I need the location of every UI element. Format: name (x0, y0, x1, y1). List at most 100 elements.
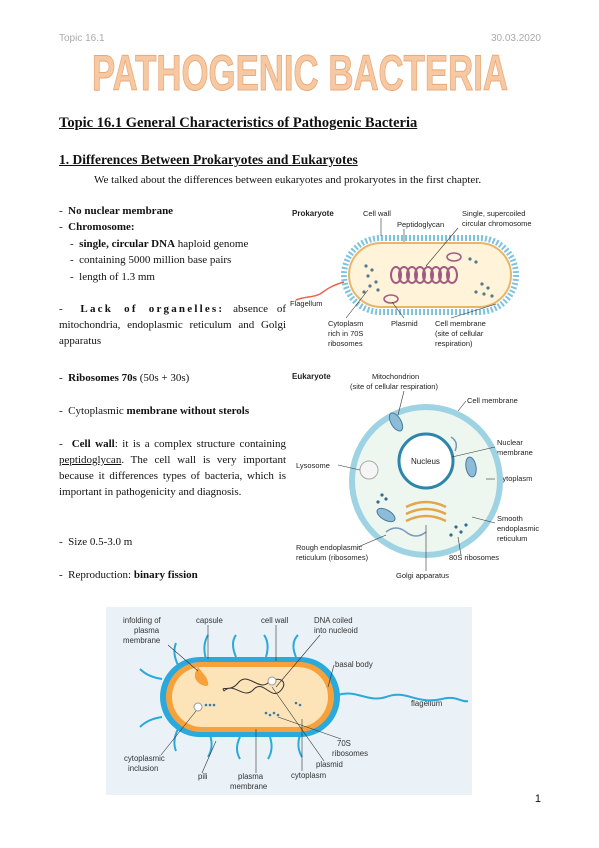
topic-heading: Topic 16.1 General Characteristics of Pa… (59, 115, 418, 131)
euk-label-golgi: Golgi apparatus (396, 571, 449, 580)
prok-label-flagellum: Flagellum (290, 299, 323, 308)
chrom-length: length of 1.3 mm (79, 271, 155, 283)
bact-label-dna1: DNA coiled (314, 616, 353, 625)
euk-leader-lines (337, 390, 496, 571)
prok-label-mem3: respiration) (435, 339, 473, 348)
euk-label-cyto: Cytoplasm (497, 474, 532, 483)
bact-label-cyto: cytoplasm (291, 771, 326, 780)
header-date: 30.03.2020 (490, 33, 541, 44)
euk-label-mito1: Mitochondrion (372, 372, 419, 381)
euk-title: Eukaryote (292, 372, 331, 381)
list-subitem: - containing 5000 million base pairs (70, 254, 232, 266)
prok-label-chrom1: Single, supercoiled (462, 209, 525, 218)
prokaryote-diagram: Prokaryote Cell wall Peptidoglycan Singl… (290, 209, 532, 348)
membrane-bold: membrane without sterols (126, 405, 250, 417)
chrom-bold: single, circular DNA (79, 238, 176, 250)
bact-leader-lines (160, 625, 342, 774)
euk-label-nucleus: Nucleus (411, 457, 440, 466)
cellwall-pre: : it is a complex structure containing (114, 438, 286, 450)
prok-label-chrom2: circular chromosome (462, 219, 532, 228)
chrom-basepairs: containing 5000 million base pairs (79, 254, 232, 266)
bact-label-cellwall: cell wall (261, 616, 289, 625)
prok-label-mem1: Cell membrane (435, 319, 486, 328)
bact-label-flagellum: flagellum (411, 699, 442, 708)
euk-label-rough2: reticulum (ribosomes) (296, 553, 369, 562)
list-item: - No nuclear membrane (59, 205, 174, 217)
euk-label-lysosome: Lysosome (296, 461, 330, 470)
bact-label-capsule: capsule (196, 616, 223, 625)
list-item: - Lack of organelles: absence of mitocho… (59, 303, 286, 347)
chrom-rest: haploid genome (175, 238, 249, 250)
cellwall-bold: Cell wall (71, 438, 115, 450)
bact-label-70s2: ribosomes (332, 749, 368, 758)
organelles-rest: absence of mitochondria, endoplasmic ret… (59, 303, 286, 347)
bact-ribosomes (204, 701, 302, 717)
euk-er (385, 436, 458, 537)
prok-flagellum (295, 281, 345, 301)
bact-label-plasma2: membrane (230, 782, 267, 791)
bact-label-infold3: membrane (123, 636, 160, 645)
bact-label-infold2: plasma (134, 626, 160, 635)
prok-cell-wall (341, 235, 519, 315)
prok-title: Prokaryote (292, 209, 334, 218)
size-text: Size 0.5-3.0 m (68, 536, 133, 548)
bact-label-70s1: 70S (337, 739, 351, 748)
euk-label-smooth1: Smooth (497, 514, 523, 523)
cellwall-underline: peptidoglycan (59, 454, 122, 466)
intro-text: We talked about the differences between … (94, 174, 482, 186)
ribosomes-rest: (50s + 30s) (136, 372, 190, 384)
eukaryote-diagram: Eukaryote Mitochondrion (site of cellula… (292, 372, 539, 580)
list-item: - Cytoplasmic membrane without sterols (59, 405, 250, 417)
title-text: PATHOGENIC BACTERIA (92, 45, 508, 100)
bact-label-incl2: inclusion (128, 764, 158, 773)
bact-plasmid-shape (267, 676, 277, 686)
prok-label-mem2: (site of cellular (435, 329, 484, 338)
bact-label-incl1: cytoplasmic (124, 754, 165, 763)
prok-label-cyto2: rich in 70S (328, 329, 363, 338)
prok-plasmid-shape (446, 252, 462, 262)
chromosome-label: Chromosome: (68, 221, 135, 233)
list-subitem: - length of 1.3 mm (70, 271, 155, 283)
repro-bold: binary fission (133, 569, 198, 581)
euk-label-smooth2: endoplasmic (497, 524, 539, 533)
bacterium-diagram: infolding of plasma membrane capsule cel… (106, 607, 472, 795)
organelles-bold: Lack of organelles: (80, 303, 225, 315)
prok-leader-lines (345, 218, 497, 319)
prok-label-peptidoglycan: Peptidoglycan (397, 220, 444, 229)
bact-cytoplasm (172, 667, 328, 727)
no-nucleus: No nuclear membrane (68, 205, 174, 217)
euk-label-cellmem: Cell membrane (467, 396, 518, 405)
euk-label-nuc2: membrane (497, 448, 533, 457)
bact-label-infold1: infolding of (123, 616, 162, 625)
section-heading: 1. Differences Between Prokaryotes and E… (59, 152, 358, 167)
euk-label-ribo80: 80S ribosomes (449, 553, 499, 562)
list-item: - Size 0.5-3.0 m (59, 536, 133, 548)
bact-label-basal: basal body (335, 660, 373, 669)
euk-golgi (405, 500, 447, 523)
page-title: PATHOGENIC BACTERIA (92, 45, 509, 101)
euk-label-smooth3: reticulum (497, 534, 527, 543)
bact-infolding (194, 667, 209, 686)
euk-mitochondria (376, 412, 477, 523)
list-subitem: - single, circular DNA haploid genome (70, 238, 249, 250)
list-item: - Chromosome: (59, 221, 135, 233)
bact-nucleoid (222, 678, 285, 694)
euk-label-rough1: Rough endoplasmic (296, 543, 363, 552)
list-item: - Ribosomes 70s (50s + 30s) (59, 372, 190, 384)
page-number: 1 (534, 793, 541, 805)
bact-label-plasma1: plasma (238, 772, 264, 781)
list-item: - Cell wall: it is a complex structure c… (59, 438, 286, 498)
bact-label-dna2: into nucleoid (314, 626, 358, 635)
euk-nucleus (397, 432, 455, 490)
euk-ribosomes (376, 493, 468, 537)
header-topic: Topic 16.1 (59, 33, 105, 44)
membrane-pre: Cytoplasmic (68, 405, 127, 417)
prok-ribosomes (362, 257, 494, 298)
cellwall-post: . The cell wall is very important becaus… (59, 454, 286, 498)
repro-pre: Reproduction: (68, 569, 134, 581)
prok-chromosome (390, 266, 458, 284)
euk-label-nuc1: Nuclear (497, 438, 523, 447)
bact-label-pili: pili (198, 772, 208, 781)
prok-label-cyto3: ribosomes (328, 339, 363, 348)
prok-label-cyto1: Cytoplasm (328, 319, 363, 328)
